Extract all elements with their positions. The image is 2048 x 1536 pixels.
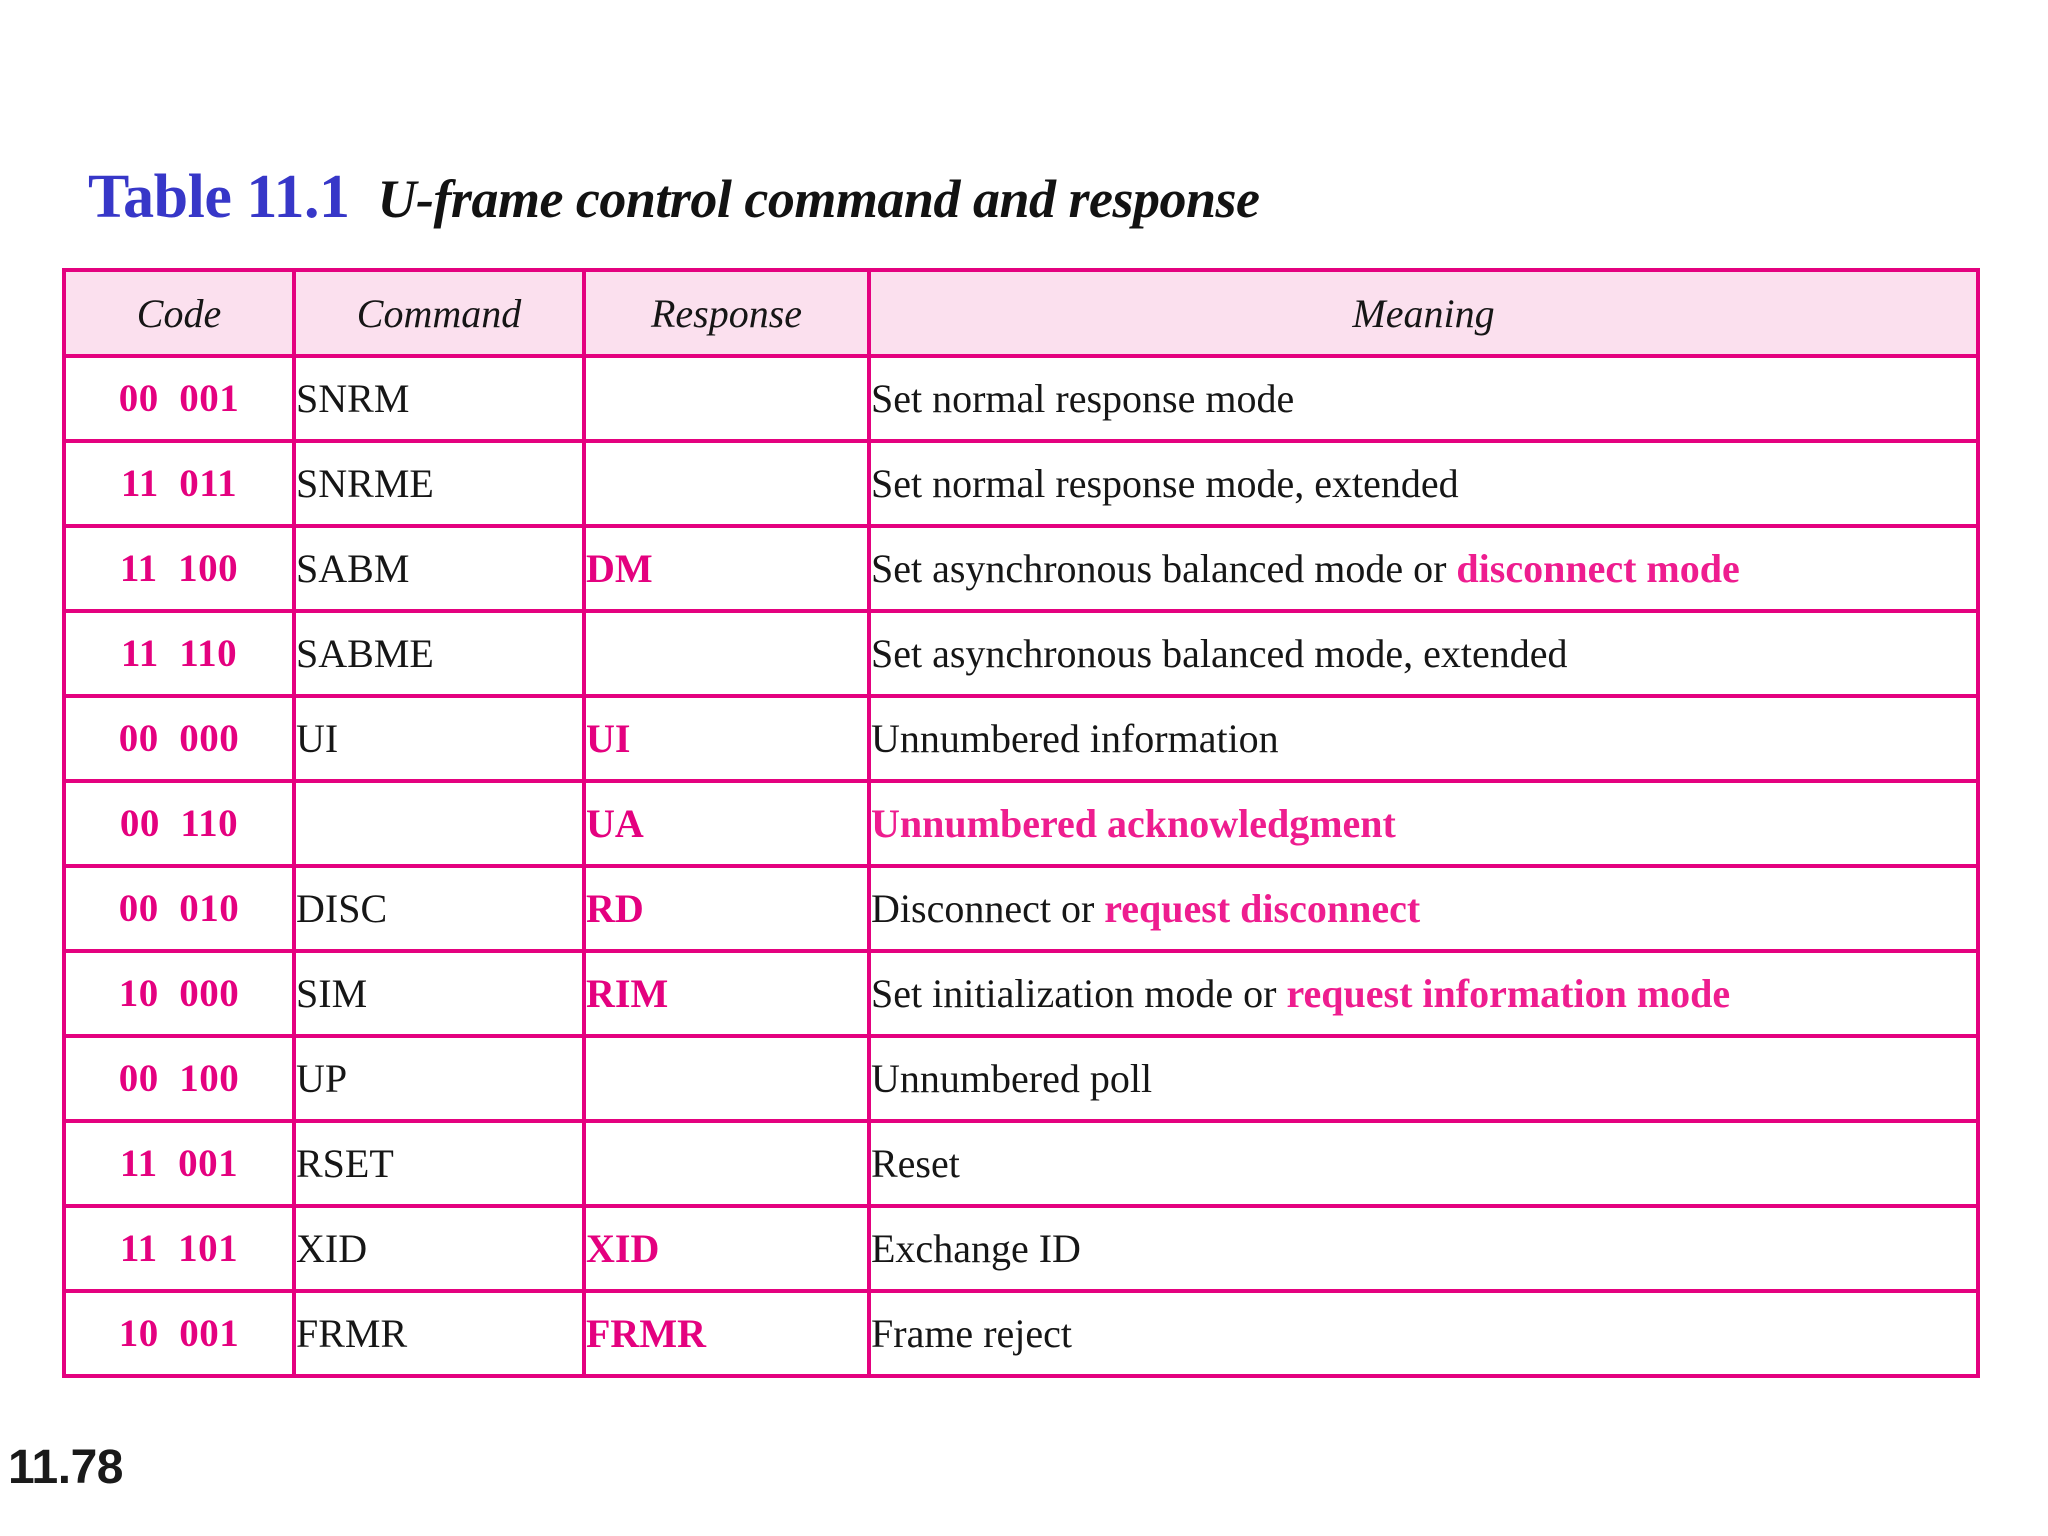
cell-meaning: Frame reject xyxy=(867,1289,1980,1378)
column-header-meaning: Meaning xyxy=(867,268,1980,358)
meaning-plain-text: Unnumbered poll xyxy=(871,1056,1153,1101)
cell-response: RIM xyxy=(582,949,871,1038)
cell-command: SNRM xyxy=(292,354,586,443)
meaning-plain-text: Set normal response mode, extended xyxy=(871,461,1459,506)
cell-meaning: Reset xyxy=(867,1119,1980,1208)
meaning-highlight-text: request information mode xyxy=(1286,971,1731,1016)
cell-response: FRMR xyxy=(582,1289,871,1378)
cell-code: 00 100 xyxy=(62,1034,296,1123)
cell-response xyxy=(582,354,871,443)
meaning-plain-text: Frame reject xyxy=(871,1311,1072,1356)
cell-code: 00 001 xyxy=(62,354,296,443)
meaning-plain-text: Set initialization mode or xyxy=(871,971,1287,1016)
cell-command: SABME xyxy=(292,609,586,698)
cell-response xyxy=(582,1034,871,1123)
cell-response: UA xyxy=(582,779,871,868)
cell-meaning: Set asynchronous balanced mode, extended xyxy=(867,609,1980,698)
cell-code: 11 001 xyxy=(62,1119,296,1208)
cell-command: SNRME xyxy=(292,439,586,528)
cell-meaning: Exchange ID xyxy=(867,1204,1980,1293)
cell-command: UP xyxy=(292,1034,586,1123)
cell-response: XID xyxy=(582,1204,871,1293)
cell-response xyxy=(582,609,871,698)
cell-command xyxy=(292,779,586,868)
cell-meaning: Set normal response mode, extended xyxy=(867,439,1980,528)
page-number: 11.78 xyxy=(8,1441,123,1494)
cell-code: 00 010 xyxy=(62,864,296,953)
meaning-plain-text: Unnumbered information xyxy=(871,716,1279,761)
cell-meaning: Unnumbered poll xyxy=(867,1034,1980,1123)
column-header-response: Response xyxy=(582,268,871,358)
cell-command: FRMR xyxy=(292,1289,586,1378)
cell-code: 00 110 xyxy=(62,779,296,868)
meaning-plain-text: Set normal response mode xyxy=(871,376,1295,421)
meaning-plain-text: Set asynchronous balanced mode or xyxy=(871,546,1457,591)
meaning-plain-text: Disconnect or xyxy=(871,886,1105,931)
column-header-command: Command xyxy=(292,268,586,358)
cell-command: UI xyxy=(292,694,586,783)
cell-code: 11 101 xyxy=(62,1204,296,1293)
cell-meaning: Unnumbered acknowledgment xyxy=(867,779,1980,868)
cell-command: XID xyxy=(292,1204,586,1293)
cell-meaning: Set asynchronous balanced mode or discon… xyxy=(867,524,1980,613)
cell-code: 10 001 xyxy=(62,1289,296,1378)
meaning-highlight-text: disconnect mode xyxy=(1456,546,1740,591)
table-header: Code Command Response Meaning xyxy=(62,268,1980,358)
cell-response xyxy=(582,1119,871,1208)
cell-code: 11 100 xyxy=(62,524,296,613)
meaning-plain-text: Set asynchronous balanced mode, extended xyxy=(871,631,1568,676)
cell-meaning: Set initialization mode or request infor… xyxy=(867,949,1980,1038)
cell-meaning: Set normal response mode xyxy=(867,354,1980,443)
cell-response: UI xyxy=(582,694,871,783)
table-caption-text: U-frame control command and response xyxy=(377,169,1260,229)
cell-meaning: Disconnect or request disconnect xyxy=(867,864,1980,953)
meaning-plain-text: Exchange ID xyxy=(871,1226,1081,1271)
cell-command: RSET xyxy=(292,1119,586,1208)
table-header-row: Code Command Response Meaning xyxy=(62,268,1980,358)
meaning-plain-text: Reset xyxy=(871,1141,960,1186)
cell-command: SABM xyxy=(292,524,586,613)
cell-command: SIM xyxy=(292,949,586,1038)
meaning-highlight-text: Unnumbered acknowledgment xyxy=(871,801,1396,846)
column-header-code: Code xyxy=(62,268,296,358)
table-caption: Table 11.1 U-frame control command and re… xyxy=(88,166,1260,228)
cell-response: RD xyxy=(582,864,871,953)
cell-command: DISC xyxy=(292,864,586,953)
cell-code: 10 000 xyxy=(62,949,296,1038)
table-caption-number: Table 11.1 xyxy=(88,163,350,231)
cell-code: 00 000 xyxy=(62,694,296,783)
cell-response: DM xyxy=(582,524,871,613)
cell-code: 11 011 xyxy=(62,439,296,528)
cell-meaning: Unnumbered information xyxy=(867,694,1980,783)
meaning-highlight-text: request disconnect xyxy=(1104,886,1421,931)
cell-response xyxy=(582,439,871,528)
cell-code: 11 110 xyxy=(62,609,296,698)
